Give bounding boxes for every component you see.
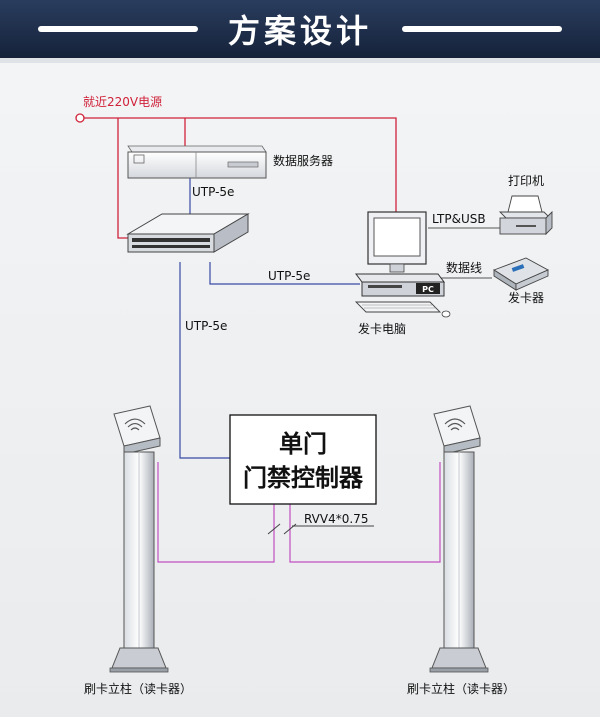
power-line-switch [117, 118, 130, 239]
data-line-label: 数据线 [446, 260, 482, 275]
printer-label: 打印机 [508, 174, 544, 188]
card-reader-post-right [429, 405, 489, 673]
utp-switch-controller [179, 262, 230, 459]
title-rule-left [38, 26, 198, 32]
utp-label-left: UTP-5e [185, 319, 227, 333]
data-server [127, 145, 267, 179]
utp-label-mid: UTP-5e [268, 269, 310, 283]
network-wiring [179, 178, 360, 459]
power-outlet-icon [75, 113, 85, 123]
network-switch [126, 213, 250, 253]
utp-label-top: UTP-5e [192, 185, 234, 199]
card-issuer [492, 257, 550, 291]
card-issuing-pc: PC [354, 211, 451, 318]
rvv-line-left [157, 462, 275, 563]
utp-switch-pc [209, 262, 360, 285]
access-controller: 单门 门禁控制器 [229, 414, 377, 505]
title-rule-right [402, 26, 562, 32]
title-banner: 方案设计 [0, 0, 600, 63]
nfc-icon-right [444, 418, 466, 431]
card-pc-label: 发卡电脑 [358, 321, 406, 336]
power-wiring [75, 113, 397, 239]
page-title: 方案设计 [228, 12, 372, 50]
server-label: 数据服务器 [273, 153, 333, 168]
power-label: 就近220V电源 [83, 95, 162, 109]
card-reader-post-left [109, 405, 169, 673]
nfc-icon-left [124, 418, 146, 431]
mouse-icon [441, 310, 451, 318]
printer [498, 195, 553, 236]
ltp-usb-label: LTP&USB [432, 212, 486, 226]
rvv-label: RVV4*0.75 [304, 512, 368, 526]
controller-title-line2: 门禁控制器 [243, 464, 364, 492]
pc-badge: PC [422, 285, 434, 294]
reader-wiring [157, 462, 441, 563]
reader-label-right: 刷卡立柱（读卡器） [407, 681, 515, 696]
controller-title-line1: 单门 [279, 430, 327, 458]
card-issuer-label: 发卡器 [508, 290, 544, 305]
reader-label-left: 刷卡立柱（读卡器） [84, 681, 192, 696]
rvv-line-right [289, 462, 441, 563]
power-line-main [84, 117, 397, 218]
